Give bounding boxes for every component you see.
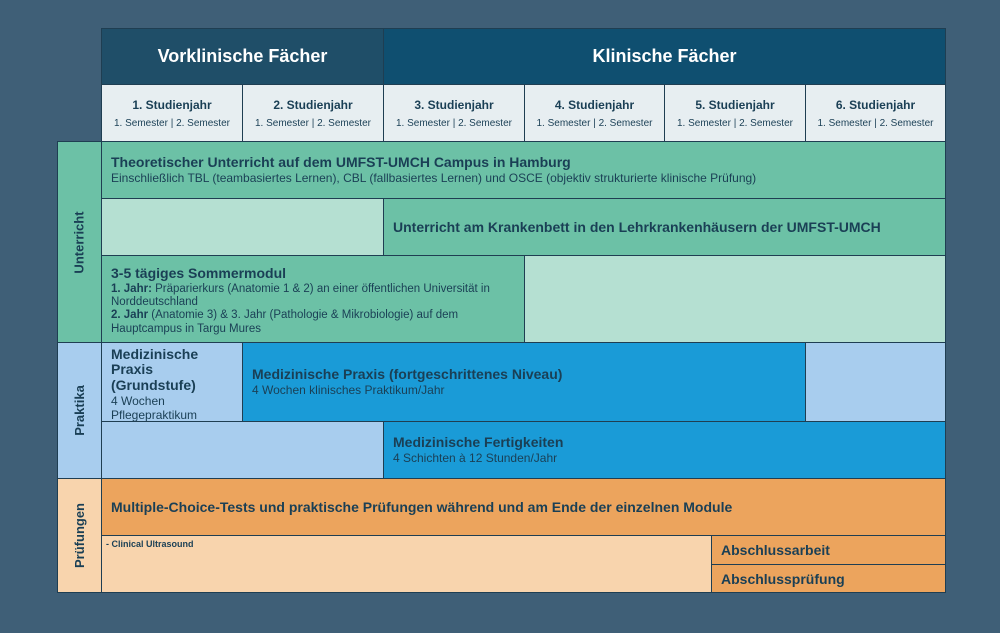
year-semesters: 1. Semester | 2. Semester — [396, 117, 512, 129]
teaching-empty-block-right — [524, 255, 946, 343]
section-label-text: Praktika — [72, 385, 87, 436]
year-semesters: 1. Semester | 2. Semester — [114, 117, 230, 129]
theory-teaching-block: Theoretischer Unterricht auf dem UMFST-U… — [101, 141, 946, 199]
summer-year2-label: 2. Jahr — [111, 309, 149, 322]
section-label-teaching: Unterricht — [57, 141, 102, 343]
internship-empty-block-left — [101, 421, 384, 479]
summer-year1-label: 1. Jahr: — [111, 283, 152, 295]
module-exams-title: Multiple-Choice-Tests und praktische Prü… — [111, 499, 733, 515]
year-header-1: 1. Studienjahr 1. Semester | 2. Semester — [101, 84, 243, 142]
year-title: 4. Studienjahr — [554, 97, 635, 112]
year-title: 1. Studienjahr — [132, 97, 212, 112]
preclinical-header-label: Vorklinische Fächer — [157, 46, 328, 66]
year-title: 3. Studienjahr — [414, 97, 494, 112]
internship-empty-block-right — [805, 342, 946, 422]
year-header-3: 3. Studienjahr 1. Semester | 2. Semester — [383, 84, 525, 142]
year-title: 6. Studienjahr — [835, 97, 916, 112]
year-header-4: 4. Studienjahr 1. Semester | 2. Semester — [524, 84, 665, 142]
year-semesters: 1. Semester | 2. Semester — [817, 117, 934, 129]
summer-title: 3-5 tägiges Sommermodul — [111, 265, 287, 281]
final-exam-label: Abschlussprüfung — [721, 570, 845, 587]
section-label-text: Prüfungen — [72, 503, 87, 568]
theory-title: Theoretischer Unterricht auf dem UMFST-U… — [111, 154, 571, 170]
final-exam-block: Abschlussprüfung — [711, 564, 946, 593]
module-exams-block: Multiple-Choice-Tests und praktische Prü… — [101, 478, 946, 536]
summer-description: 1. Jahr: Präparierkurs (Anatomie 1 & 2) … — [111, 283, 515, 336]
summer-module-block: 3-5 tägiges Sommermodul 1. Jahr: Präpari… — [101, 255, 525, 343]
advanced-practice-title: Medizinische Praxis (fortgeschrittenes N… — [252, 366, 563, 383]
basic-practice-block: Medizinische Praxis (Grundstufe) 4 Woche… — [101, 342, 243, 422]
year-title: 2. Studienjahr — [273, 97, 353, 112]
year-header-5: 5. Studienjahr 1. Semester | 2. Semester — [664, 84, 806, 142]
thesis-label: Abschlussarbeit — [721, 542, 830, 558]
preclinical-header: Vorklinische Fächer — [101, 28, 384, 85]
year-semesters: 1. Semester | 2. Semester — [536, 117, 653, 129]
medical-skills-description: 4 Schichten à 12 Stunden/Jahr — [393, 451, 558, 466]
year-title: 5. Studienjahr — [695, 97, 775, 112]
theory-description: Einschließlich TBL (teambasiertes Lernen… — [111, 171, 757, 185]
advanced-practice-block: Medizinische Praxis (fortgeschrittenes N… — [242, 342, 806, 422]
section-label-internships: Praktika — [57, 342, 102, 479]
summer-year1-text: Präparierkurs (Anatomie 1 & 2) an einer … — [111, 283, 490, 309]
bedside-title: Unterricht am Krankenbett in den Lehrkra… — [393, 219, 881, 235]
medical-skills-title: Medizinische Fertigkeiten — [393, 434, 564, 451]
advanced-practice-description: 4 Wochen klinisches Praktikum/Jahr — [252, 383, 445, 398]
clinical-header: Klinische Fächer — [383, 28, 946, 85]
clinical-header-label: Klinische Fächer — [592, 46, 737, 66]
year-semesters: 1. Semester | 2. Semester — [677, 117, 793, 129]
section-label-exams: Prüfungen — [57, 478, 102, 593]
basic-practice-title: Medizinische Praxis (Grundstufe) — [111, 346, 199, 393]
clinical-ultrasound-label: - Clinical Ultrasound — [106, 539, 194, 549]
year-header-6: 6. Studienjahr 1. Semester | 2. Semester — [805, 84, 946, 142]
year-header-2: 2. Studienjahr 1. Semester | 2. Semester — [242, 84, 384, 142]
medical-skills-block: Medizinische Fertigkeiten 4 Schichten à … — [383, 421, 946, 479]
thesis-block: Abschlussarbeit — [711, 535, 946, 565]
summer-year2-text: (Anatomie 3) & 3. Jahr (Pathologie & Mik… — [111, 309, 459, 335]
clinical-ultrasound-block: - Clinical Ultrasound — [101, 535, 712, 593]
teaching-empty-block — [101, 198, 384, 256]
section-label-text: Unterricht — [72, 210, 87, 274]
basic-practice-description: 4 Wochen Pflegepraktikum — [111, 394, 198, 422]
year-semesters: 1. Semester | 2. Semester — [255, 117, 371, 129]
bedside-teaching-block: Unterricht am Krankenbett in den Lehrkra… — [383, 198, 946, 256]
